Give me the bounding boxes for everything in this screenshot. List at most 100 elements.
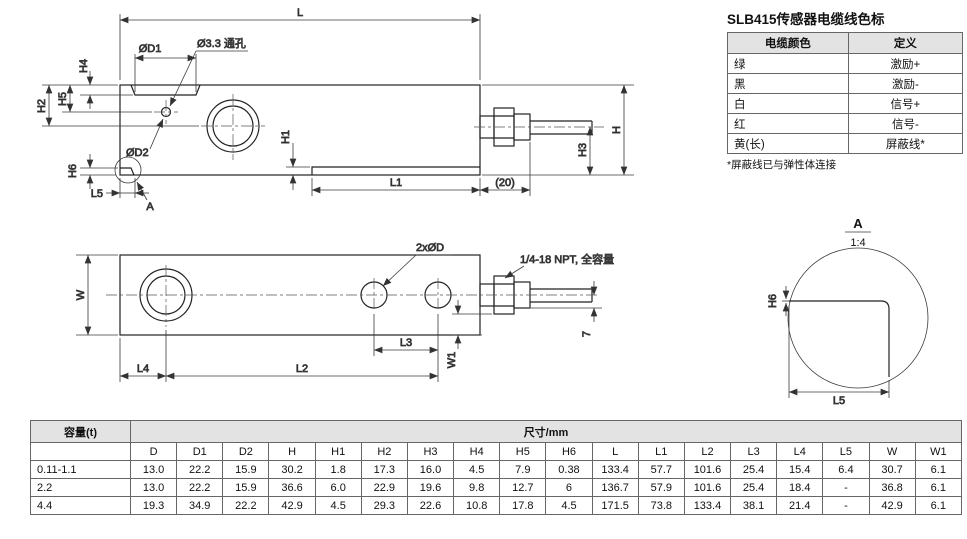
dim-H6-side: H6	[67, 154, 118, 189]
cable-definition-cell: 屏蔽线*	[847, 133, 964, 154]
detail-callout-a: A	[114, 156, 155, 213]
dim-value-cell: 136.7	[591, 478, 639, 497]
detail-callout-label: A	[146, 201, 154, 213]
dim-label-H4: H4	[78, 59, 90, 73]
dim-column-header: L	[591, 442, 639, 461]
side-view: L ØD1 Ø3.3 通孔 H4	[36, 7, 634, 213]
dim-column-header: L5	[822, 442, 870, 461]
dim-column-header: D1	[176, 442, 224, 461]
cable-table-header-row: 电缆颜色 定义	[727, 32, 964, 54]
dim-H2: H2	[36, 84, 199, 127]
dim-column-header: H4	[453, 442, 501, 461]
detail-view-a: A 1:4 H6 L5	[767, 216, 929, 407]
dim-W1: W1	[446, 300, 492, 369]
dim-column-header: H1	[314, 442, 362, 461]
dim-label-L5-detail: L5	[833, 395, 845, 407]
dim-value-cell: 22.2	[222, 496, 270, 515]
dim-label-D1: ØD1	[139, 43, 162, 55]
dim-L4: L4	[119, 330, 167, 382]
dim-label-20: (20)	[495, 177, 515, 189]
dim-value-cell: -	[822, 496, 870, 515]
dim-column-header: H6	[545, 442, 593, 461]
dim-column-header: W1	[914, 442, 963, 461]
cable-table-footnote: *屏蔽线已与弹性体连接	[727, 159, 837, 171]
dim-value-cell: 57.7	[637, 460, 685, 479]
dim-value-cell: 6	[545, 478, 593, 497]
detail-boundary-circle	[787, 247, 929, 389]
dim-L5-detail: L5	[788, 306, 890, 407]
dim-column-header: H	[268, 442, 316, 461]
cable-gland-top	[479, 275, 593, 315]
dim-column-header: D2	[222, 442, 270, 461]
dim-label-L1: L1	[390, 177, 402, 189]
label-through-hole: Ø3.3 通孔	[197, 37, 246, 50]
dim-label-L2: L2	[296, 363, 308, 375]
dim-value-cell: 36.6	[268, 478, 316, 497]
detail-title: A 1:4	[845, 216, 871, 249]
dim-value-cell: 6.1	[914, 478, 963, 497]
dim-label-H: H	[611, 126, 623, 134]
dim-label-H3: H3	[577, 143, 589, 157]
dim-value-cell: 133.4	[683, 496, 732, 515]
dim-value-cell: 29.3	[360, 496, 408, 515]
cable-color-panel: SLB415传感器电缆线色标 电缆颜色 定义 绿激励+黑激励-白信号+红信号-黄…	[727, 8, 964, 172]
cable-color-cell: 白	[727, 93, 849, 114]
cable-definition-cell: 激励+	[847, 53, 964, 74]
cable-definition-cell: 信号+	[847, 93, 964, 114]
dim-value-cell: 57.9	[637, 478, 685, 497]
dim-column-header: D	[129, 442, 178, 461]
dim-label-H1: H1	[280, 130, 292, 144]
dim-D2: ØD2	[126, 118, 164, 159]
dim-L: L	[119, 7, 481, 80]
cable-color-cell: 红	[727, 113, 849, 134]
cable-definition-cell: 激励-	[847, 73, 964, 94]
dim-column-header: L4	[776, 442, 824, 461]
cable-definition-cell: 信号-	[847, 113, 964, 134]
cable-table-row: 黄(长)屏蔽线*	[727, 133, 964, 154]
technical-drawing: L ØD1 Ø3.3 通孔 H4	[36, 7, 929, 407]
dim-value-cell: 30.7	[868, 460, 916, 479]
dim-value-cell: 38.1	[730, 496, 778, 515]
cable-color-table: 电缆颜色 定义 绿激励+黑激励-白信号+红信号-黄(长)屏蔽线*	[727, 32, 964, 154]
dim-value-cell: 73.8	[637, 496, 685, 515]
dim-value-cell: 17.8	[499, 496, 547, 515]
leader-through-hole: Ø3.3 通孔	[169, 37, 248, 107]
dim-value-cell: 22.2	[176, 460, 224, 479]
dim-W: W	[75, 254, 118, 336]
cable-table-title: SLB415传感器电缆线色标	[727, 12, 885, 27]
dim-value-cell: 19.3	[129, 496, 178, 515]
dim-table-header-row1: 容量(t) 尺寸/mm	[30, 420, 962, 443]
dim-value-cell: 34.9	[176, 496, 224, 515]
cable-color-cell: 黑	[727, 73, 849, 94]
dim-value-cell: 15.9	[222, 478, 270, 497]
dim-label-H5: H5	[57, 92, 69, 106]
dim-H1: H1	[280, 130, 310, 190]
dim-value-cell: 22.6	[406, 496, 455, 515]
dim-label-H2: H2	[36, 99, 48, 113]
leader-holes: 2xØD	[382, 242, 452, 287]
dim-column-header: L3	[730, 442, 778, 461]
dim-value-cell: 6.0	[314, 478, 362, 497]
dim-label-W1: W1	[446, 352, 458, 369]
dim-value-cell: 133.4	[591, 460, 639, 479]
dim-label-L5: L5	[91, 188, 103, 200]
dim-column-header: H3	[406, 442, 455, 461]
dim-H6-detail: H6	[767, 286, 790, 316]
dim-value-cell: -	[822, 478, 870, 497]
dim-value-cell: 4.5	[545, 496, 593, 515]
top-view: W 2xØD 1/4-18 NPT, 全容量 L3	[75, 242, 615, 382]
dim-20: (20)	[479, 142, 531, 196]
dim-value-cell: 1.8	[314, 460, 362, 479]
dim-L3: L3	[373, 314, 439, 382]
dim-label-H6: H6	[67, 164, 79, 178]
cable-color-cell: 绿	[727, 53, 849, 74]
dim-column-header: W	[868, 442, 916, 461]
